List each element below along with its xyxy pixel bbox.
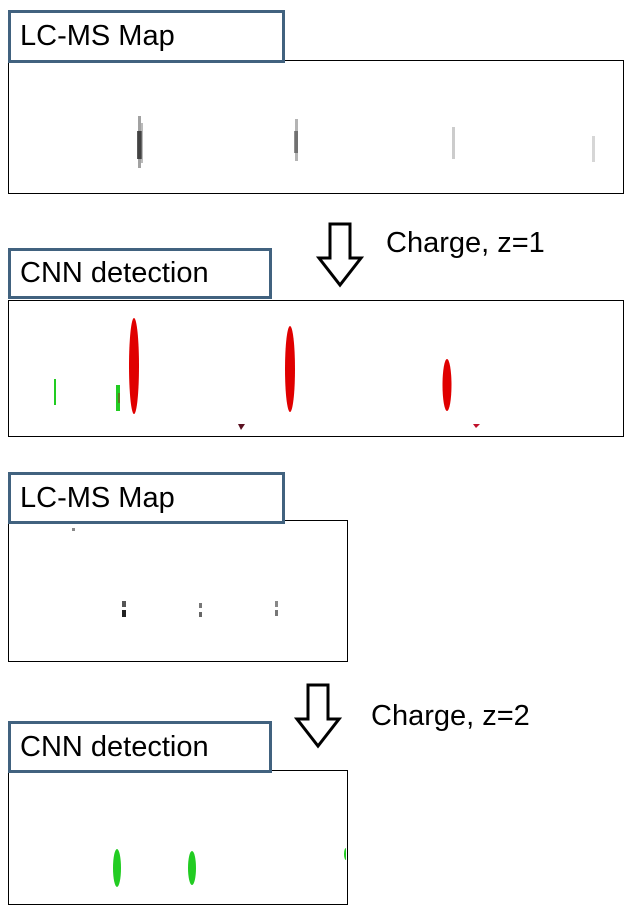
detection-marker-dark-1 (238, 424, 245, 430)
cnn-detection-label-text: CNN detection (20, 730, 209, 763)
charge-label-z2: Charge, z=2 (371, 700, 530, 732)
lcms-map-z2-plot (72, 528, 278, 617)
cnn-detection-z2-plot (113, 848, 346, 887)
ms-signal-trace-z2-3 (275, 601, 278, 616)
cnn-detection-z1-plot (54, 318, 480, 430)
cnn-detection-label-text: CNN detection (20, 257, 209, 289)
detection-blob-green-z2-2 (188, 851, 196, 885)
detection-blob-green-z2-1 (113, 849, 121, 887)
detection-blob-red-1 (129, 318, 139, 414)
lcms-map-label-z2: LC-MS Map (8, 472, 285, 524)
ms-signal-dot-top (72, 528, 75, 531)
cnn-detection-panel-z1 (8, 300, 624, 437)
ms-signal-trace-4 (592, 136, 595, 162)
lcms-map-panel-z2 (8, 520, 348, 662)
down-arrow-icon (294, 683, 342, 749)
detection-marker-dark-2 (473, 424, 480, 428)
ms-signal-trace-3 (452, 127, 455, 159)
lcms-map-panel-z1 (8, 60, 624, 194)
ms-signal-trace-1 (137, 116, 143, 168)
detection-blob-red-3 (442, 359, 452, 411)
cnn-detection-panel-z2 (8, 770, 348, 905)
cnn-detection-label-z1: CNN detection (8, 248, 272, 299)
lcms-map-label-text: LC-MS Map (20, 20, 175, 52)
ms-signal-trace-z2-1 (122, 601, 126, 617)
ms-signal-trace-2 (294, 119, 298, 161)
lcms-map-label-text: LC-MS Map (20, 481, 175, 514)
ms-signal-trace-z2-2 (199, 603, 202, 617)
detection-blob-red-2 (285, 326, 295, 412)
lcms-map-z1-plot (137, 116, 595, 168)
cnn-detection-label-z2: CNN detection (8, 721, 272, 773)
charge-label-z1: Charge, z=1 (386, 227, 545, 259)
detection-blob-green-z2-3 (344, 848, 346, 860)
detection-blob-green-2b (118, 393, 120, 403)
detection-blob-green-1 (54, 379, 56, 405)
down-arrow-icon (316, 222, 364, 288)
lcms-map-label-z1: LC-MS Map (8, 10, 285, 63)
